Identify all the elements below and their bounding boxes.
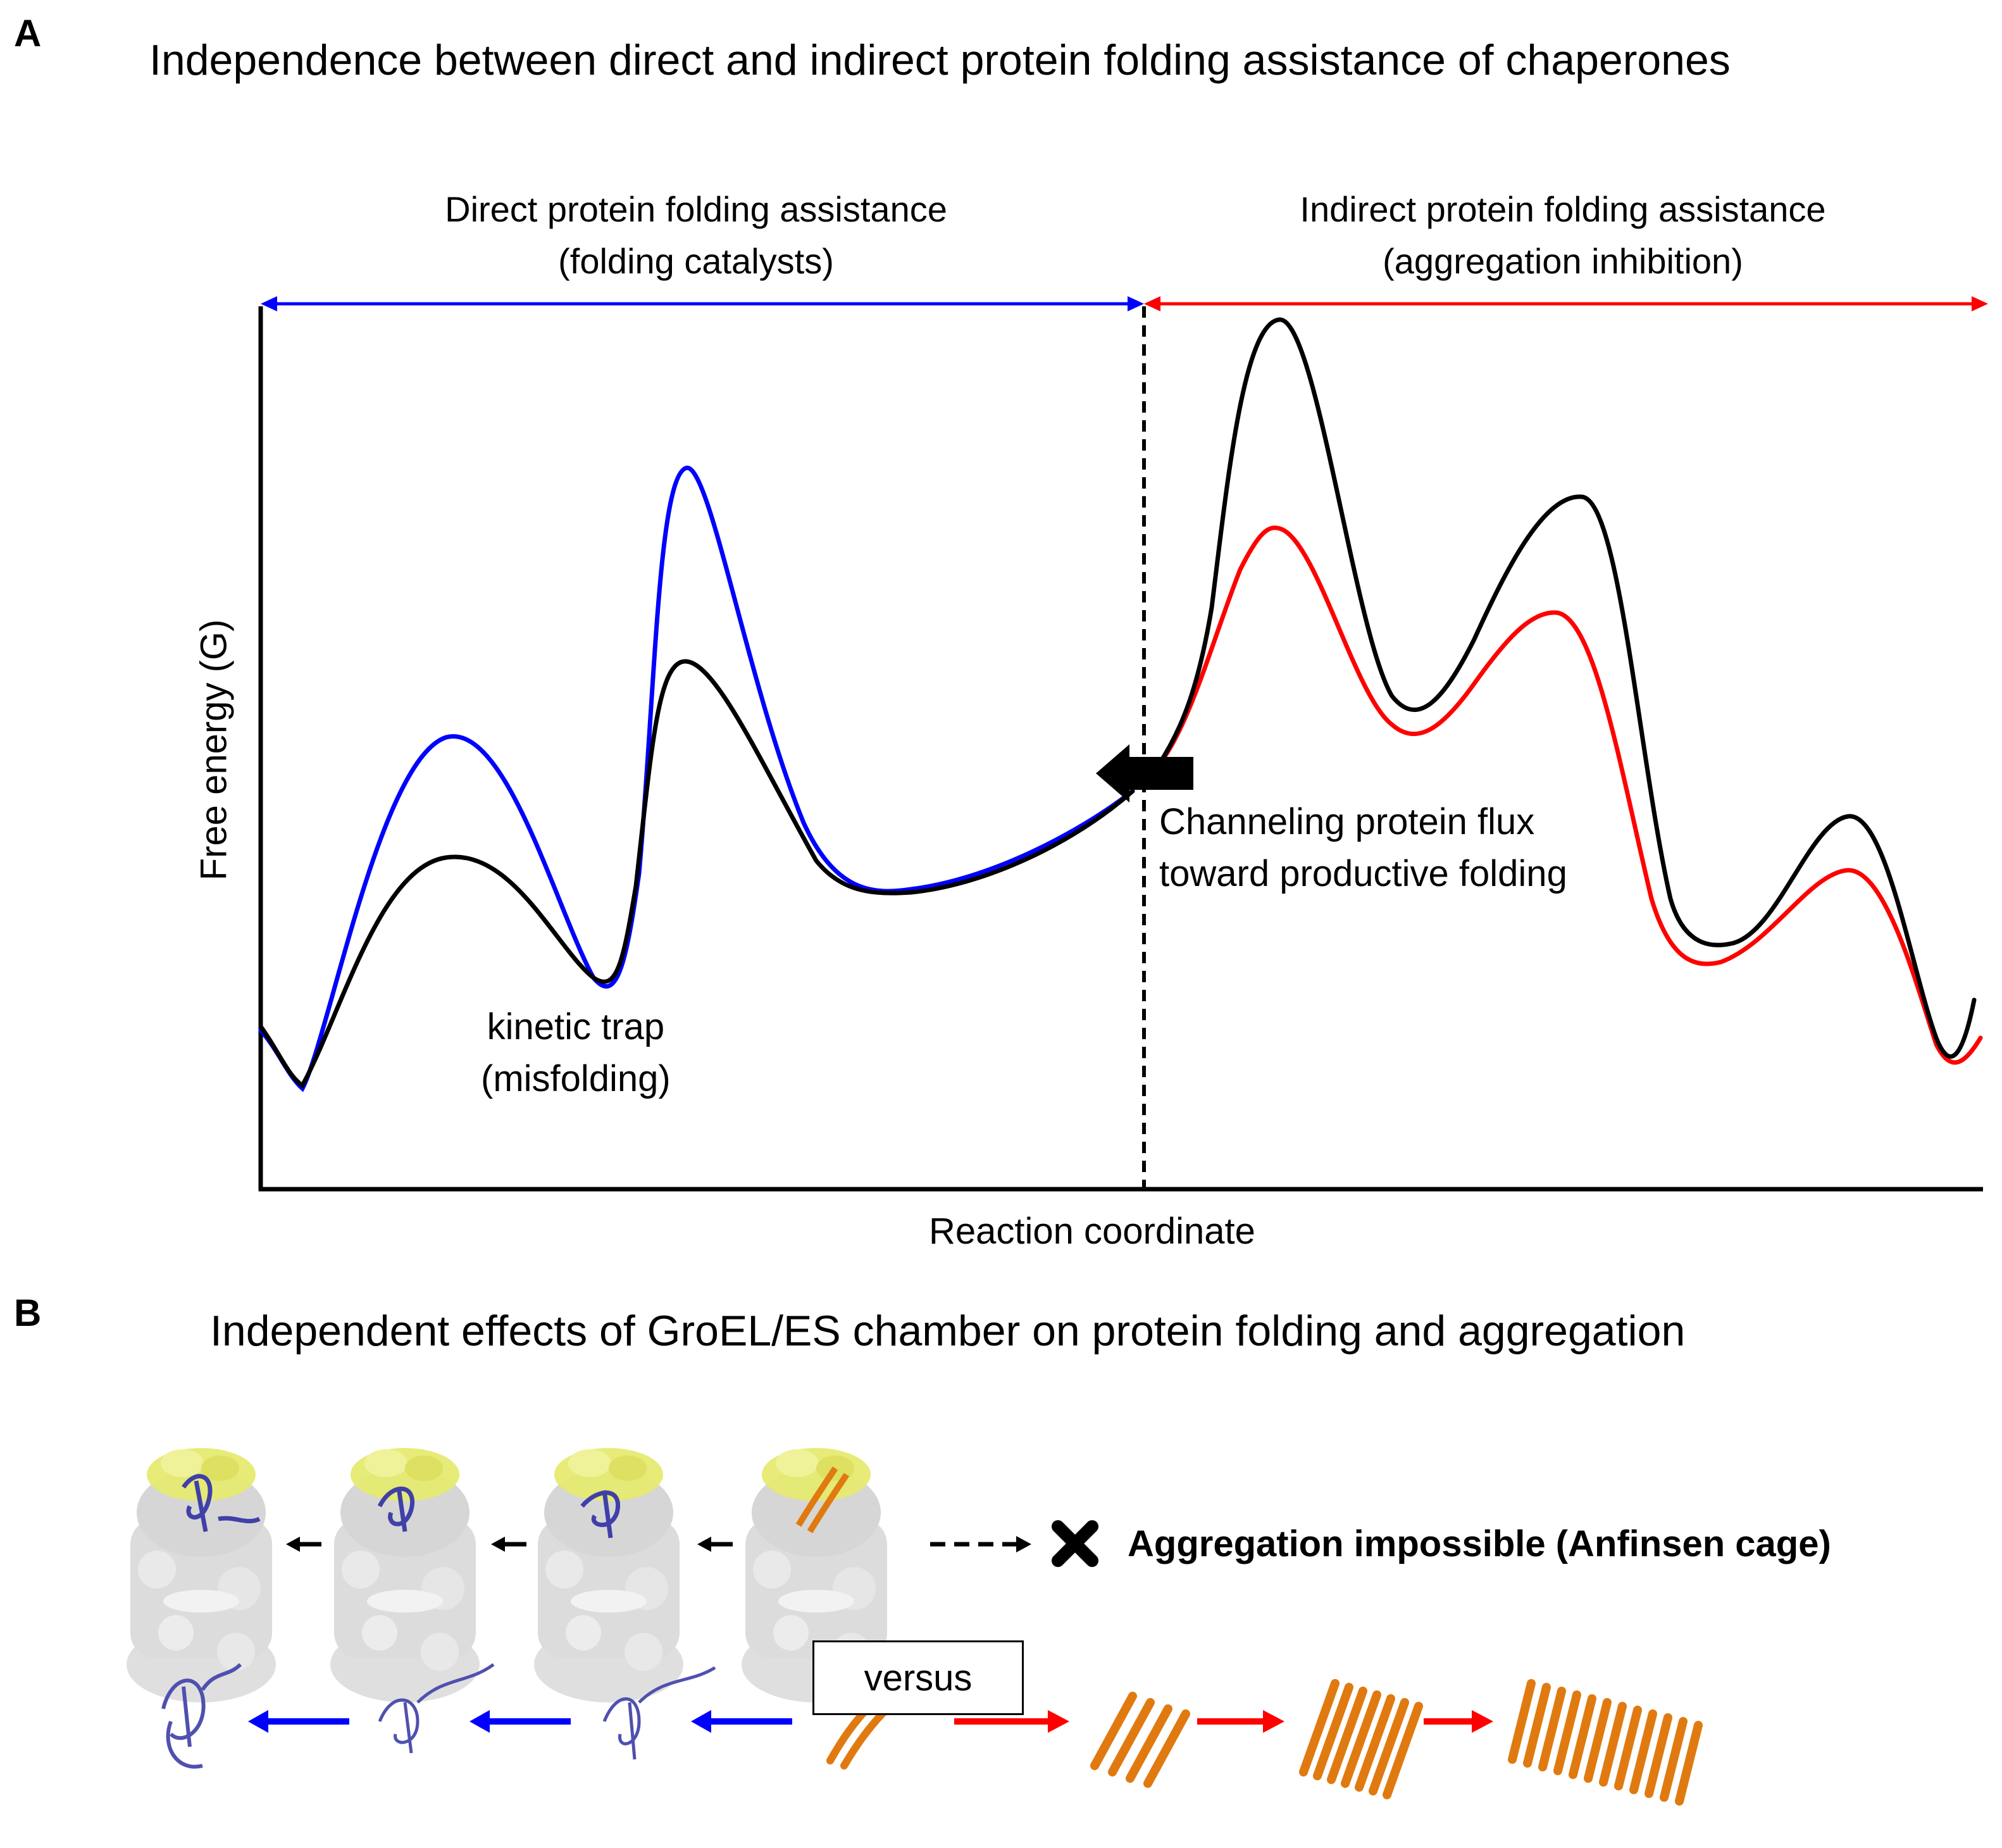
small-aggregate — [1090, 1692, 1190, 1788]
aggregation-impossible-label: Aggregation impossible (Anfinsen cage) — [1128, 1523, 1831, 1564]
baseline-curve-right — [1155, 317, 1977, 1059]
folded-protein-in-cage-1 — [182, 1474, 261, 1532]
x-axis-label: Reaction coordinate — [929, 1211, 1255, 1252]
folding-arrow-1 — [248, 1710, 349, 1733]
indirect-assistance-curve — [1155, 525, 1983, 1065]
cage-arrow-2 — [491, 1537, 526, 1552]
groel-cage-1 — [127, 1448, 276, 1702]
folding-arrow-2 — [469, 1710, 571, 1733]
versus-box: versus — [812, 1640, 1024, 1715]
folding-arrow-3 — [691, 1710, 792, 1733]
cage-arrow-3 — [697, 1537, 733, 1552]
indirect-assistance-label: Indirect protein folding assistance (agg… — [1228, 184, 1898, 287]
folded-protein-2 — [378, 1663, 495, 1754]
folded-protein-1 — [161, 1663, 242, 1769]
aggregation-blocked-x-icon — [1052, 1520, 1098, 1567]
direct-assistance-line1: Direct protein folding assistance — [445, 189, 947, 229]
aggregation-dashed-arrow — [930, 1536, 1031, 1552]
channeling-line2: toward productive folding — [1159, 853, 1567, 894]
amyloid-fibril — [1508, 1679, 1703, 1806]
panel-b-letter: B — [14, 1292, 42, 1334]
baseline-curve-left — [258, 659, 1135, 1089]
misfolded-protein-in-cage-4 — [795, 1466, 850, 1533]
groel-cage-3 — [534, 1448, 683, 1702]
indirect-assistance-line1: Indirect protein folding assistance — [1300, 189, 1826, 229]
channeling-label: Channeling protein flux toward productiv… — [1159, 796, 1567, 900]
aggregation-arrow-3 — [1424, 1710, 1493, 1733]
folded-protein-3 — [602, 1666, 716, 1760]
medium-aggregate — [1299, 1679, 1423, 1799]
direct-assistance-line2: (folding catalysts) — [558, 241, 834, 281]
cage-arrow-1 — [286, 1537, 321, 1552]
panel-a-title: Independence between direct and indirect… — [149, 36, 1731, 84]
aggregation-arrow-2 — [1197, 1710, 1284, 1733]
indirect-arrowhead-left — [1144, 296, 1160, 311]
channeling-line1: Channeling protein flux — [1159, 801, 1535, 842]
groel-cage-2 — [330, 1448, 480, 1702]
kinetic-trap-label: kinetic trap (misfolding) — [481, 1001, 671, 1105]
direct-arrowhead-right — [1128, 296, 1144, 311]
kinetic-trap-line2: (misfolding) — [481, 1058, 671, 1099]
versus-label: versus — [864, 1657, 973, 1699]
panel-b-title: Independent effects of GroEL/ES chamber … — [210, 1307, 1686, 1355]
indirect-assistance-line2: (aggregation inhibition) — [1383, 241, 1743, 281]
kinetic-trap-line1: kinetic trap — [487, 1006, 665, 1047]
panel-a-letter: A — [14, 12, 42, 54]
direct-assistance-label: Direct protein folding assistance (foldi… — [380, 184, 1012, 287]
folded-protein-in-cage-2 — [377, 1487, 414, 1532]
direct-arrowhead-left — [261, 296, 277, 311]
channeling-arrow — [1096, 744, 1193, 802]
folded-protein-in-cage-3 — [580, 1490, 621, 1539]
indirect-arrowhead-right — [1972, 296, 1988, 311]
aggregation-arrow-1 — [954, 1710, 1069, 1733]
